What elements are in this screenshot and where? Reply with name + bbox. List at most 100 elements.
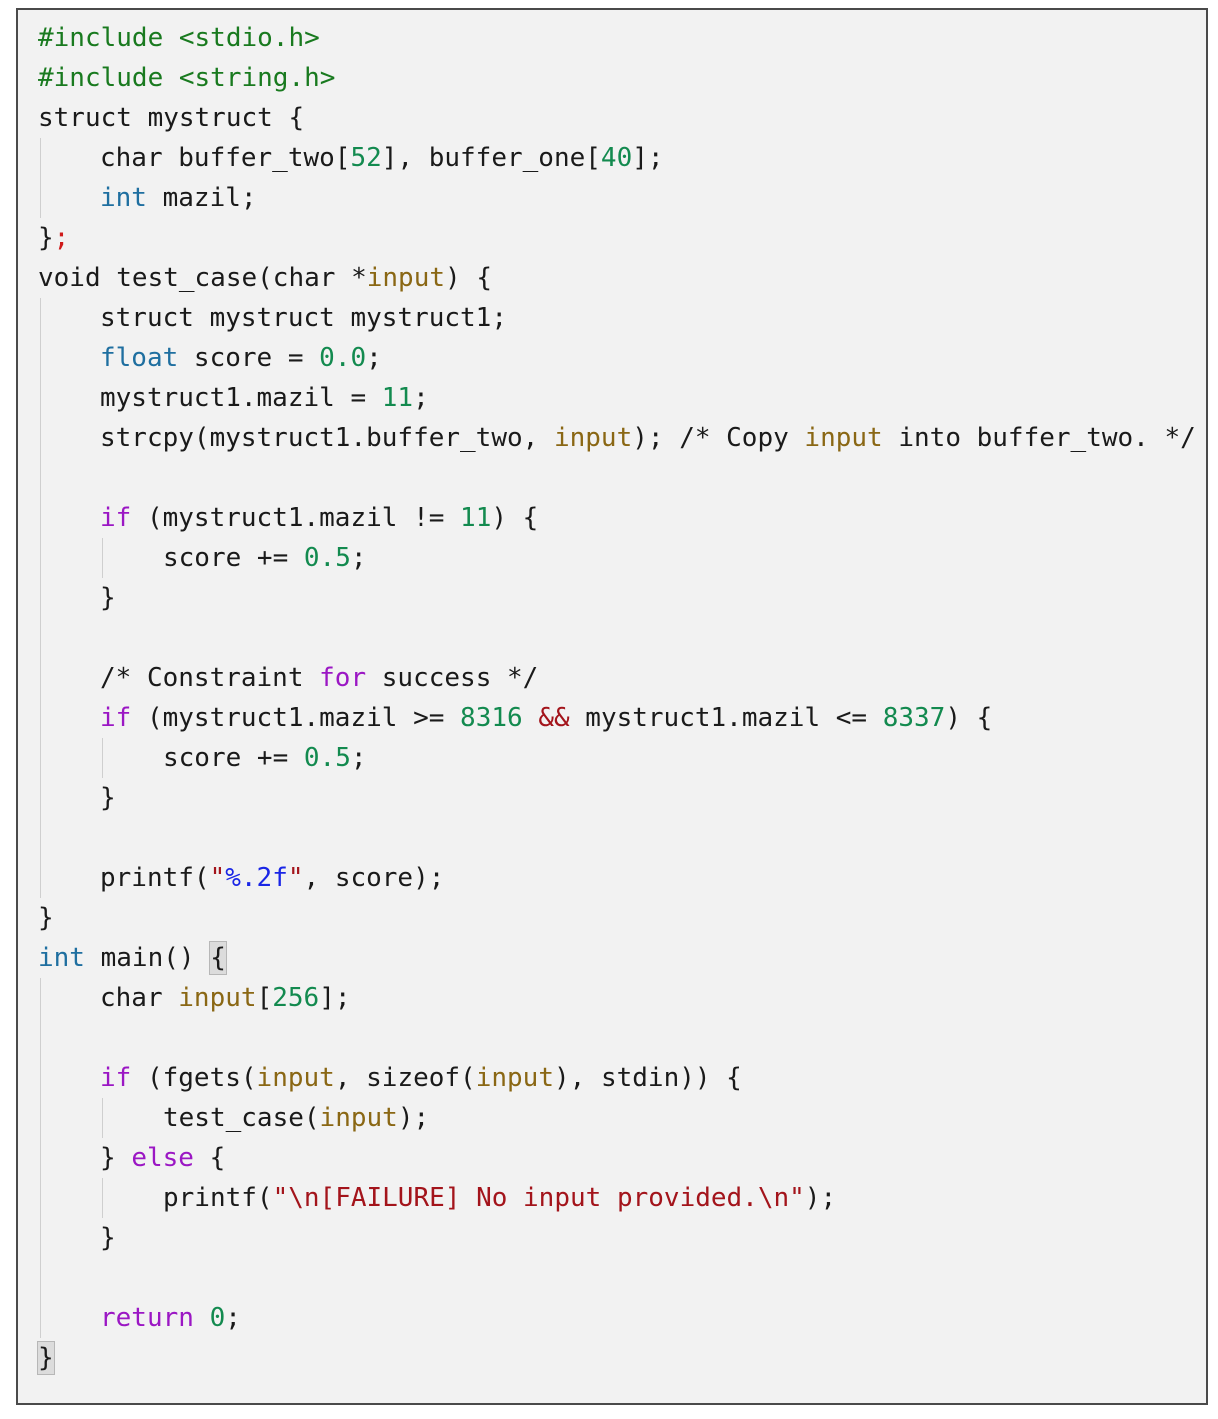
- code-token: main(): [84, 943, 211, 973]
- code-token: if: [100, 503, 132, 533]
- code-token: );: [397, 1103, 430, 1133]
- code-token: #include <stdio.h>: [38, 23, 320, 53]
- code-token: ": [287, 863, 304, 893]
- code-line: return 0;: [38, 1298, 1196, 1338]
- code-token: 40: [600, 143, 633, 173]
- code-token: 0.0: [319, 343, 367, 373]
- indent-guide: [40, 978, 41, 1338]
- code-token: }: [37, 1341, 55, 1375]
- code-token: test_case(: [163, 1103, 320, 1133]
- code-line: [38, 1258, 1196, 1298]
- code-token: return: [100, 1303, 194, 1333]
- code-token: ;: [53, 223, 70, 253]
- code-token: }: [38, 223, 54, 253]
- code-token: );: [804, 1183, 837, 1213]
- code-token: }: [100, 1143, 132, 1173]
- code-token: }: [38, 903, 54, 933]
- code-token: strcpy(mystruct1.buffer_two,: [100, 423, 554, 453]
- code-token: score +=: [163, 743, 304, 773]
- code-token: {: [209, 941, 227, 975]
- code-line: }: [37, 1338, 1196, 1378]
- code-token: int: [100, 183, 147, 213]
- code-line: printf("\n[FAILURE] No input provided.\n…: [38, 1178, 1196, 1218]
- code-token: , sizeof(: [334, 1063, 476, 1093]
- code-token: ;: [225, 1303, 241, 1333]
- code-token: ;: [366, 343, 382, 373]
- code-line: printf("%.2f", score);: [38, 858, 1196, 898]
- code-token: ) {: [445, 263, 492, 293]
- code-token: input: [804, 423, 883, 453]
- code-token: input: [178, 983, 257, 1013]
- code-token: (mystruct1.mazil !=: [131, 503, 461, 533]
- code-token: ), stdin)) {: [554, 1063, 742, 1093]
- code-line: }: [38, 898, 1196, 938]
- code-token: ;: [350, 743, 367, 773]
- code-token: 0.5: [303, 543, 351, 573]
- code-line: struct mystruct mystruct1;: [38, 298, 1196, 338]
- code-line: int mazil;: [38, 178, 1196, 218]
- indent-guide: [102, 538, 103, 578]
- code-line: [38, 458, 1196, 498]
- code-line: }: [38, 778, 1196, 818]
- code-block: #include <stdio.h> #include <string.h> str…: [37, 18, 1196, 1378]
- code-line: score += 0.5;: [38, 738, 1196, 778]
- code-token: struct mystruct {: [38, 103, 305, 133]
- code-token: "\n[FAILURE] No input provided.\n": [272, 1183, 805, 1213]
- code-line: }: [38, 1218, 1196, 1258]
- code-line: [38, 818, 1196, 858]
- code-token: float: [100, 343, 179, 373]
- code-token: void test_case(char *: [38, 263, 367, 293]
- code-token: %.2f: [225, 863, 288, 893]
- code-token: 11: [460, 503, 492, 533]
- code-token: 256: [272, 983, 320, 1013]
- code-token: (mystruct1.mazil >=: [131, 703, 461, 733]
- code-token: input: [366, 263, 446, 293]
- code-token: 8316: [460, 703, 523, 733]
- code-line: } else {: [38, 1138, 1196, 1178]
- code-token: ];: [319, 983, 351, 1013]
- code-line: #include <stdio.h>: [38, 18, 1196, 58]
- code-token: char buffer_two[: [100, 143, 351, 173]
- code-line: /* Constraint for success */: [38, 658, 1196, 698]
- code-line: struct mystruct {: [38, 98, 1196, 138]
- code-token: ];: [632, 143, 664, 173]
- code-token: 52: [350, 143, 382, 173]
- code-token: if: [100, 1063, 132, 1093]
- code-editor[interactable]: #include <stdio.h> #include <string.h> str…: [16, 8, 1208, 1405]
- code-line: if (fgets(input, sizeof(input), stdin)) …: [38, 1058, 1196, 1098]
- code-line: if (mystruct1.mazil != 11) {: [38, 498, 1196, 538]
- code-token: }: [100, 783, 116, 813]
- indent-guide: [40, 298, 41, 898]
- code-line: float score = 0.0;: [38, 338, 1196, 378]
- code-line: test_case(input);: [38, 1098, 1196, 1138]
- code-token: /* Constraint: [100, 663, 320, 693]
- code-token: 8337: [882, 703, 946, 733]
- code-line: char buffer_two[52], buffer_one[40];: [38, 138, 1196, 178]
- code-token: 11: [381, 383, 414, 413]
- code-line: void test_case(char *input) {: [38, 258, 1196, 298]
- code-token: for: [319, 663, 367, 693]
- code-token: int: [38, 943, 85, 973]
- code-token: else: [131, 1143, 194, 1173]
- code-token: [523, 703, 539, 733]
- code-token: [: [256, 983, 273, 1013]
- code-token: printf(: [163, 1183, 273, 1213]
- code-token: ], buffer_one[: [381, 143, 601, 173]
- code-token: [194, 1303, 210, 1333]
- code-token: ) {: [945, 703, 993, 733]
- code-line: mystruct1.mazil = 11;: [38, 378, 1196, 418]
- code-token: ": [209, 863, 226, 893]
- code-token: char: [100, 983, 179, 1013]
- code-line: };: [38, 218, 1196, 258]
- indent-guide: [102, 1098, 103, 1138]
- code-token: mystruct1.mazil =: [100, 383, 382, 413]
- code-token: #include <string.h>: [38, 63, 336, 93]
- code-token: input: [256, 1063, 335, 1093]
- code-token: }: [100, 1223, 116, 1253]
- code-line: [38, 1018, 1196, 1058]
- code-token: into buffer_two. */: [882, 423, 1196, 453]
- code-line: strcpy(mystruct1.buffer_two, input); /* …: [38, 418, 1196, 458]
- code-token: 0: [209, 1303, 226, 1333]
- indent-guide: [102, 1178, 103, 1218]
- code-line: #include <string.h>: [38, 58, 1196, 98]
